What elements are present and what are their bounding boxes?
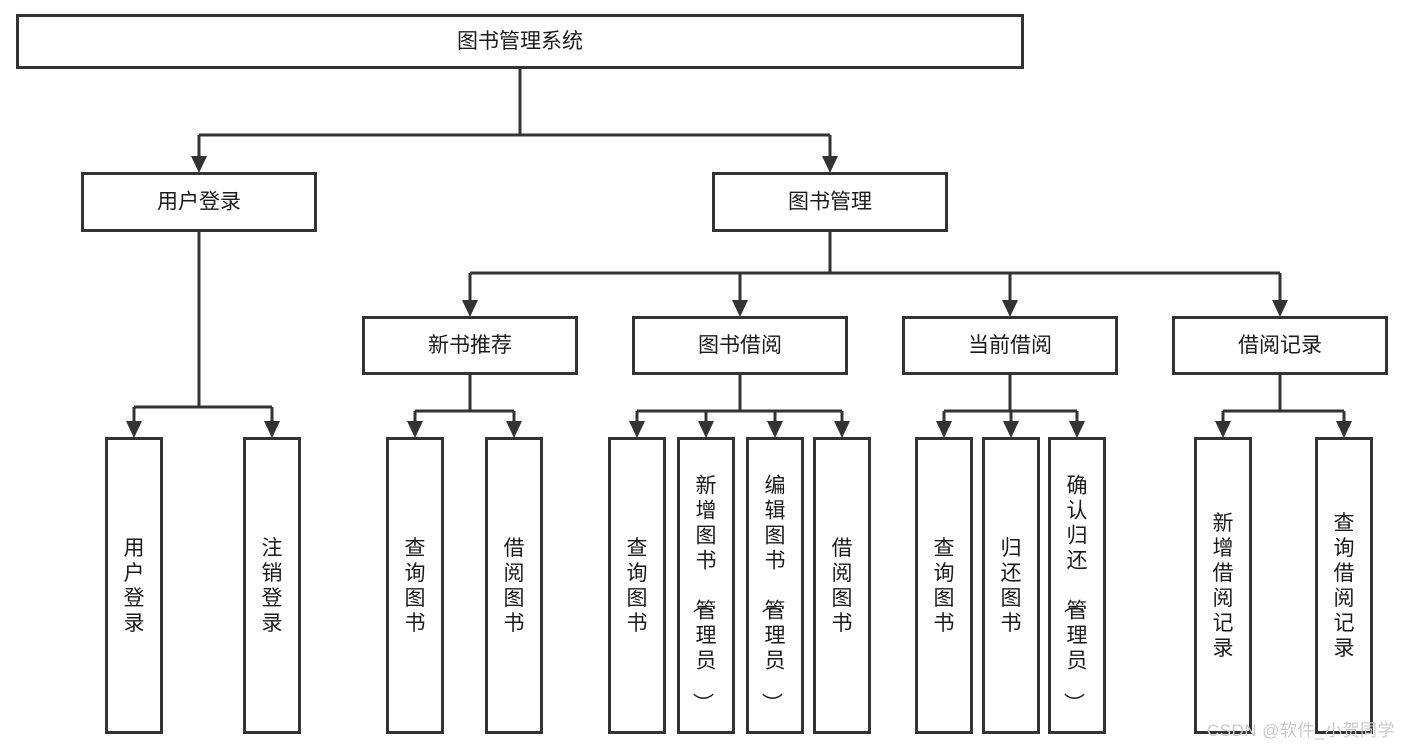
arrow-to-leaf-2-1 <box>506 421 522 438</box>
node-label: 借阅图书 <box>504 537 525 635</box>
arrow-to-leaf-0-0 <box>126 421 142 438</box>
node-label: 查询图书 <box>934 537 955 635</box>
arrow-root-to-level2-1 <box>822 156 838 173</box>
node-label: 新书推荐 <box>428 334 512 357</box>
node-label: 注销登录 <box>262 537 283 635</box>
node-leaf-新增借阅记录-11[interactable]: 新增借阅记录 <box>1194 437 1252 734</box>
node-box[interactable] <box>105 437 163 734</box>
node-leaf-编辑图书管理员-6[interactable]: 编辑图书（管理员） <box>746 437 804 734</box>
node-label: 查询图书 <box>405 537 426 635</box>
arrow-to-leaf-0-1 <box>264 421 280 438</box>
node-label: 查询图书 <box>627 537 648 635</box>
node-label: 借阅图书 <box>832 537 853 635</box>
node-box[interactable] <box>712 172 948 232</box>
node-leaf-确认归还管理员-10[interactable]: 确认归还（管理员） <box>1048 437 1106 734</box>
node-label: 编辑图书（管理员） <box>760 475 786 714</box>
node-box[interactable] <box>485 437 543 734</box>
node-label: 图书管理系统 <box>457 30 583 53</box>
node-label: 图书管理 <box>788 191 872 214</box>
node-label: 确认归还（管理员） <box>1062 475 1088 714</box>
node-label: 借阅记录 <box>1238 334 1322 357</box>
node-leaf-借阅图书-3[interactable]: 借阅图书 <box>485 437 543 734</box>
node-box[interactable] <box>677 437 735 734</box>
node-label: 当前借阅 <box>968 334 1052 357</box>
node-label: 图书借阅 <box>698 334 782 357</box>
node-box[interactable] <box>1048 437 1106 734</box>
node-leaf-注销登录-1[interactable]: 注销登录 <box>243 437 301 734</box>
arrow-books-to-level3-2 <box>1002 300 1018 317</box>
node-box[interactable] <box>608 437 666 734</box>
arrow-root-to-level2-0 <box>191 156 207 173</box>
node-leaf-借阅图书-7[interactable]: 借阅图书 <box>813 437 871 734</box>
arrow-books-to-level3-0 <box>462 300 478 317</box>
node-box[interactable] <box>16 14 1024 69</box>
node-box[interactable] <box>813 437 871 734</box>
node-box[interactable] <box>1315 437 1373 734</box>
arrow-to-leaf-4-1 <box>1003 421 1019 438</box>
node-l3-当前借阅-2[interactable]: 当前借阅 <box>902 316 1118 375</box>
arrow-to-leaf-4-0 <box>936 421 952 438</box>
node-leaf-查询图书-2[interactable]: 查询图书 <box>386 437 444 734</box>
node-leaf-新增图书管理员-5[interactable]: 新增图书（管理员） <box>677 437 735 734</box>
arrow-to-leaf-3-3 <box>834 421 850 438</box>
node-box[interactable] <box>632 316 848 375</box>
node-leaf-查询借阅记录-12[interactable]: 查询借阅记录 <box>1315 437 1373 734</box>
node-leaf-查询图书-8[interactable]: 查询图书 <box>915 437 973 734</box>
node-l3-借阅记录-3[interactable]: 借阅记录 <box>1172 316 1388 375</box>
connectors-layer <box>126 69 1352 438</box>
arrow-books-to-level3-1 <box>732 300 748 317</box>
node-root-图书管理系统-0[interactable]: 图书管理系统 <box>16 14 1024 69</box>
nodes-layer: 图书管理系统用户登录图书管理新书推荐图书借阅当前借阅借阅记录用户登录注销登录查询… <box>16 14 1388 734</box>
node-leaf-查询图书-4[interactable]: 查询图书 <box>608 437 666 734</box>
node-label: 用户登录 <box>157 191 241 214</box>
node-leaf-归还图书-9[interactable]: 归还图书 <box>982 437 1040 734</box>
arrow-to-leaf-3-2 <box>767 421 783 438</box>
node-box[interactable] <box>915 437 973 734</box>
arrow-to-leaf-2-0 <box>407 421 423 438</box>
node-label: 新增图书（管理员） <box>691 475 717 714</box>
node-l3-新书推荐-0[interactable]: 新书推荐 <box>362 316 578 375</box>
node-box[interactable] <box>386 437 444 734</box>
node-box[interactable] <box>362 316 578 375</box>
node-label: 用户登录 <box>124 537 145 635</box>
node-l2-用户登录-0[interactable]: 用户登录 <box>81 172 317 232</box>
node-box[interactable] <box>746 437 804 734</box>
arrow-to-leaf-3-0 <box>629 421 645 438</box>
arrow-to-leaf-3-1 <box>698 421 714 438</box>
arrow-to-leaf-5-0 <box>1215 421 1231 438</box>
arrow-books-to-level3-3 <box>1272 300 1288 317</box>
arrow-to-leaf-5-1 <box>1336 421 1352 438</box>
node-label: 查询借阅记录 <box>1334 512 1355 660</box>
node-label: 新增借阅记录 <box>1213 512 1234 660</box>
node-box[interactable] <box>1172 316 1388 375</box>
node-l2-图书管理-1[interactable]: 图书管理 <box>712 172 948 232</box>
node-l3-图书借阅-1[interactable]: 图书借阅 <box>632 316 848 375</box>
node-box[interactable] <box>81 172 317 232</box>
node-box[interactable] <box>1194 437 1252 734</box>
node-box[interactable] <box>902 316 1118 375</box>
arrow-to-leaf-4-2 <box>1069 421 1085 438</box>
node-box[interactable] <box>982 437 1040 734</box>
node-label: 归还图书 <box>1001 537 1022 635</box>
node-leaf-用户登录-0[interactable]: 用户登录 <box>105 437 163 734</box>
node-box[interactable] <box>243 437 301 734</box>
